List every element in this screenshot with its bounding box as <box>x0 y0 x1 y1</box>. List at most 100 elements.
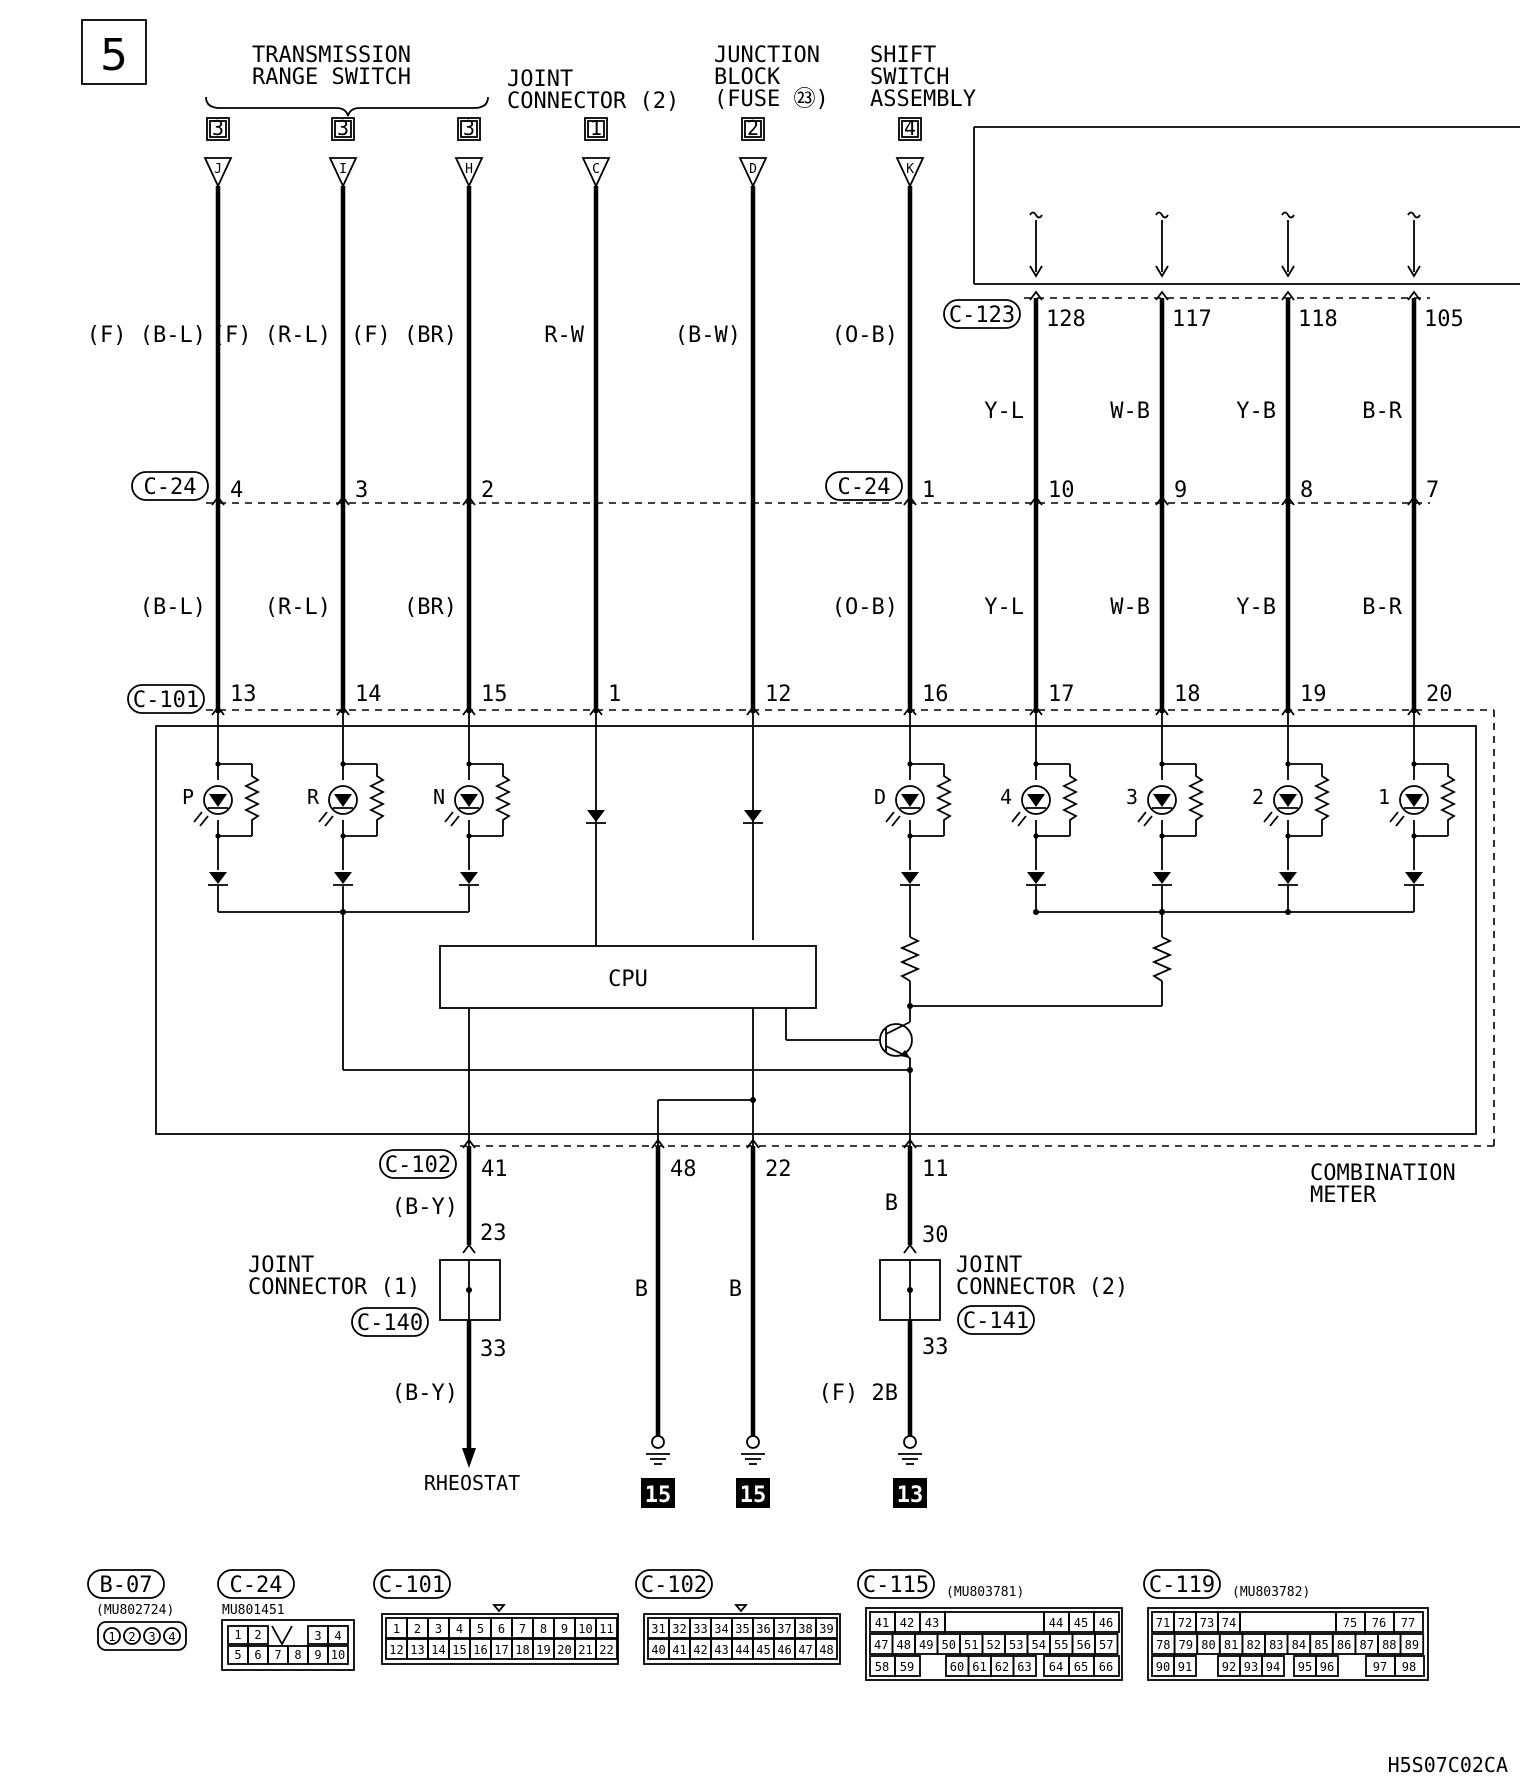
pin-cell: 58 <box>875 1660 889 1674</box>
pin-cell: 77 <box>1401 1616 1415 1630</box>
pin-cell: 2 <box>254 1628 261 1642</box>
pin-cell: 83 <box>1269 1638 1283 1652</box>
ground-13-number: 13 <box>897 1483 924 1508</box>
indicator-lamp-D <box>885 753 951 847</box>
pin-cell: 91 <box>1178 1660 1192 1674</box>
connector-pin-mark <box>746 1138 760 1149</box>
pin-cell: 47 <box>874 1638 888 1652</box>
pin-cell: 84 <box>1292 1638 1306 1652</box>
pin-cell: 44 <box>735 1643 749 1657</box>
pin-cell: 42 <box>693 1643 707 1657</box>
c24-part: MU801451 <box>222 1603 285 1618</box>
pin-cell: 17 <box>494 1643 508 1657</box>
c101-pin: 17 <box>1048 682 1075 707</box>
c101-pin: 12 <box>765 682 792 707</box>
lamp-number: 4 <box>1000 785 1012 809</box>
pin-cell: 41 <box>672 1643 686 1657</box>
top-pin-letter: D <box>749 162 757 177</box>
pin-cell: 1 <box>393 1622 400 1636</box>
pin-cell: 75 <box>1343 1616 1357 1630</box>
trs-brace <box>205 96 489 117</box>
ground-15b: 15 <box>736 1435 770 1508</box>
ground-15b-number: 15 <box>740 1483 767 1508</box>
pin-cell: 60 <box>950 1660 964 1674</box>
pin-cell: 89 <box>1405 1638 1419 1652</box>
connector-pin-mark <box>1281 705 1295 716</box>
pin-cell: 64 <box>1049 1660 1063 1674</box>
pin-cell: 74 <box>1222 1616 1236 1630</box>
wire-color-upper: (F) (B-L) <box>87 323 206 348</box>
wire-color-upper: Y-B <box>1236 399 1276 424</box>
pin-cell: 5 <box>477 1622 484 1636</box>
pin-cell: 51 <box>964 1638 978 1652</box>
pin-cell: 59 <box>900 1660 914 1674</box>
pin-cell: 3 <box>435 1622 442 1636</box>
lamp-number: 2 <box>1252 785 1264 809</box>
tag-b07-label: B-07 <box>100 1573 153 1598</box>
c123-pin: 128 <box>1046 307 1086 332</box>
pin-cell: 11 <box>599 1622 613 1636</box>
c24-pin: 1 <box>922 478 935 503</box>
jc1-in-pin: 23 <box>480 1221 507 1246</box>
connector-pin-mark <box>903 705 917 716</box>
pin-cell: 96 <box>1320 1660 1334 1674</box>
pin-cell: 37 <box>777 1622 791 1636</box>
pin-cell: 20 <box>557 1643 571 1657</box>
ground-wire-48: B15 <box>635 1146 675 1508</box>
connector-pin-mark <box>336 705 350 716</box>
pin-cell: 36 <box>756 1622 770 1636</box>
pin-cell: 98 <box>1402 1660 1416 1674</box>
c24-pin: 3 <box>355 478 368 503</box>
pin-cell: 4 <box>456 1622 463 1636</box>
ground-15a-number: 15 <box>645 1483 672 1508</box>
tag-c24-face: C-24 <box>217 1569 295 1599</box>
drawing-code: H5S07C02CA <box>1388 1753 1508 1777</box>
lamp-diode <box>899 871 921 886</box>
wire-color-lower: (R-L) <box>265 595 331 620</box>
tag-c123: C-123 <box>943 299 1021 329</box>
tag-c119-face-label: C-119 <box>1149 1573 1215 1598</box>
c101-pin: 15 <box>481 682 508 707</box>
c101-pin: 1 <box>608 682 621 707</box>
connector-pin-mark <box>1029 290 1043 301</box>
c24-pin: 7 <box>1426 478 1439 503</box>
indicator-lamp-R <box>318 753 384 847</box>
pin-cell: 15 <box>452 1643 466 1657</box>
wire-3: 3H(F) (BR)2(BR)15N <box>351 116 510 912</box>
b07-pin: 2 <box>128 1630 135 1644</box>
pin-cell: 35 <box>735 1622 749 1636</box>
connector-pin-mark <box>462 1243 476 1254</box>
lamp-diode <box>1277 871 1299 886</box>
top-pin-letter: I <box>339 162 347 177</box>
signal-diode <box>742 809 764 824</box>
pin-cell: 87 <box>1359 1638 1373 1652</box>
pin-cell: 48 <box>819 1643 833 1657</box>
c24-pin: 9 <box>1174 478 1187 503</box>
tag-c101-label: C-101 <box>133 688 199 713</box>
pin-cell: 6 <box>254 1648 261 1662</box>
c101-pin: 18 <box>1174 682 1201 707</box>
tag-c119-face: C-119 <box>1143 1569 1221 1599</box>
pin-cell: 72 <box>1178 1616 1192 1630</box>
lamp-letter: N <box>433 785 445 809</box>
label-rheostat: RHEOSTAT <box>424 1471 520 1495</box>
wire-color: (B-Y) <box>392 1195 458 1220</box>
pin-cell: 19 <box>536 1643 550 1657</box>
connector-pin-mark <box>746 705 760 716</box>
pin-cell: 85 <box>1314 1638 1328 1652</box>
b07-part: (MU802724) <box>96 1603 174 1618</box>
pin-cell: 52 <box>987 1638 1001 1652</box>
connector-pin-mark <box>211 705 225 716</box>
tag-c115-face-label: C-115 <box>863 1573 929 1598</box>
wire-4: 1CR-W1 <box>544 116 621 940</box>
